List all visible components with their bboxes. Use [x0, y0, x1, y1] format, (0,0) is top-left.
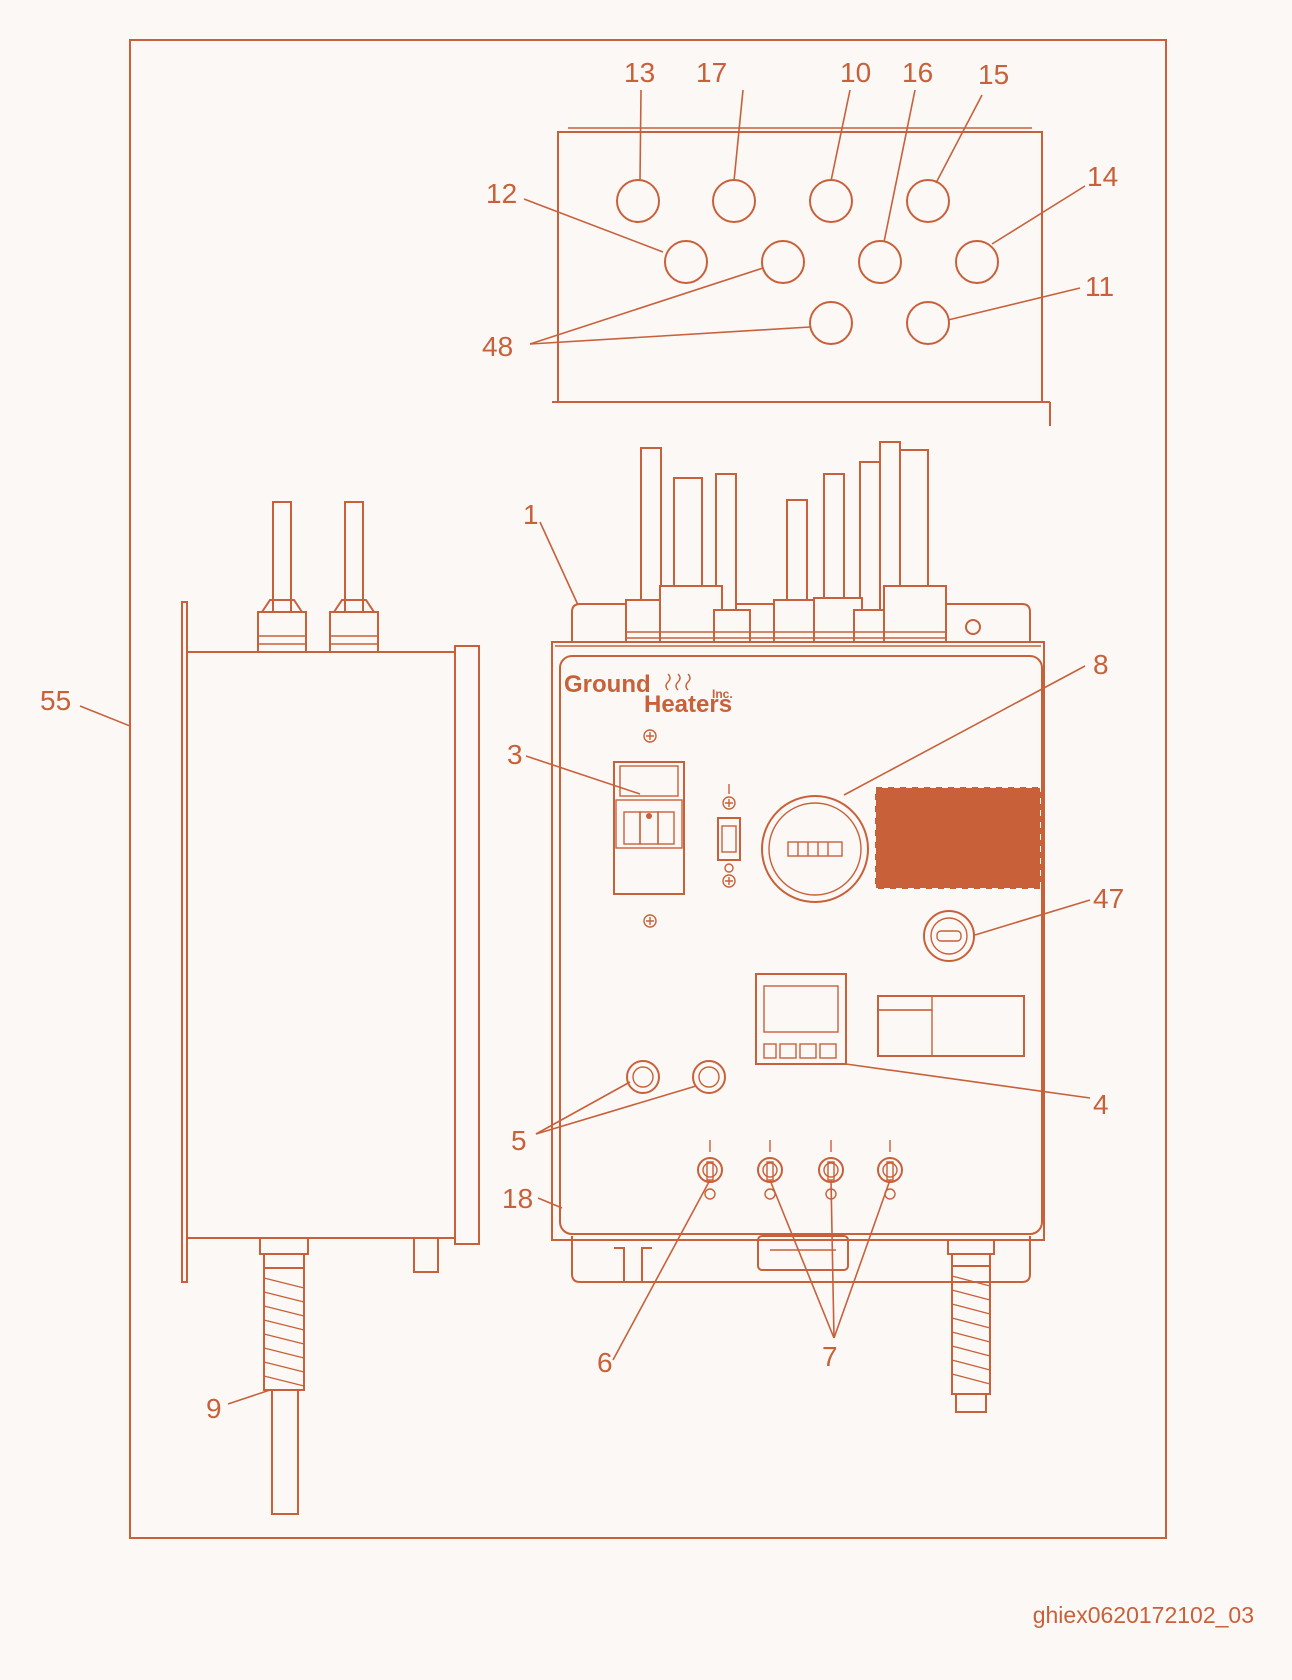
- callout-13: 13: [624, 57, 655, 88]
- hole-17: [712, 179, 756, 223]
- callout-14: 14: [1087, 161, 1118, 192]
- hole-11: [906, 301, 950, 345]
- callout-48: 48: [482, 331, 513, 362]
- bottom-plate: [552, 127, 1051, 426]
- callout-9: 9: [206, 1393, 222, 1424]
- callout-5: 5: [511, 1125, 527, 1156]
- outer-frame: [129, 39, 1167, 1539]
- callout-55: 55: [40, 685, 71, 716]
- callout-17: 17: [696, 57, 727, 88]
- hole-13: [616, 179, 660, 223]
- callout-11: 11: [1085, 271, 1114, 302]
- data-label-plate: [877, 995, 1025, 1057]
- pilot-lights: [626, 1060, 726, 1094]
- hole-15: [906, 179, 950, 223]
- callout-47: 47: [1093, 883, 1124, 914]
- callout-3: 3: [507, 739, 523, 770]
- callout-7: 7: [822, 1341, 838, 1372]
- toggle-switches: [697, 1140, 903, 1200]
- callout-12: 12: [486, 178, 517, 209]
- circuit-breaker: [613, 761, 685, 895]
- callout-15: 15: [978, 59, 1009, 90]
- warning-label-plate: [876, 788, 1040, 888]
- callout-1: 1: [523, 499, 539, 530]
- indicator-lamp: [923, 910, 975, 962]
- plate-holes: [616, 179, 999, 345]
- brand-suffix: Inc.: [712, 687, 733, 701]
- brand-name-line2: Heaters: [644, 691, 732, 718]
- drawing-code: ghiex0620172102_03: [1032, 1602, 1254, 1628]
- callout-8: 8: [1093, 649, 1109, 680]
- callout-4: 4: [1093, 1089, 1109, 1120]
- callout-16: 16: [902, 57, 933, 88]
- callout-6: 6: [597, 1347, 613, 1378]
- hole-48b: [809, 301, 853, 345]
- heat-waves-icon: [665, 673, 691, 691]
- main-toggle-switch: [717, 784, 741, 873]
- callout-labels: 13 17 10 16 15 14 12 11 48 1 55 8 3 47 4…: [40, 57, 1124, 1424]
- callout-18: 18: [502, 1183, 533, 1214]
- hole-14: [955, 240, 999, 284]
- side-view-enclosure: [181, 501, 480, 1515]
- leader-lines: [79, 89, 1091, 1405]
- hour-meter: [761, 795, 869, 903]
- callout-10: 10: [840, 57, 871, 88]
- front-enclosure: Ground Heaters Inc.: [551, 441, 1045, 1413]
- temperature-controller: [755, 973, 847, 1065]
- hole-16: [858, 240, 902, 284]
- brand-name-line1: Ground: [564, 671, 651, 698]
- hole-48a: [761, 240, 805, 284]
- hole-10: [809, 179, 853, 223]
- hole-12: [664, 240, 708, 284]
